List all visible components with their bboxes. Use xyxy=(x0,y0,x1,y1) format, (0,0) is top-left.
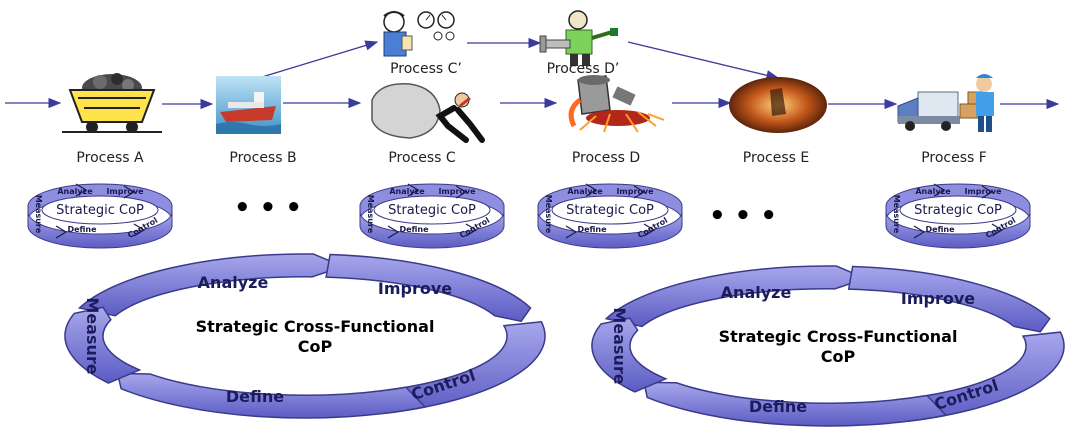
big-ring-define-label: Define xyxy=(749,397,807,416)
furnace-glow-icon xyxy=(729,77,827,133)
small-ring-improve-label: Improve xyxy=(106,187,144,196)
small-ring-improve-label: Improve xyxy=(438,187,476,196)
pushing-rock-icon xyxy=(371,83,485,143)
flow-arrow-d-prime-e xyxy=(627,41,780,81)
process-c-label: Process C xyxy=(388,150,456,166)
big-ring-segment-measure xyxy=(64,306,142,384)
small-ring-center-label: Strategic CoP xyxy=(56,203,144,218)
process-c-prime-label: Process C’ xyxy=(390,61,462,77)
small-ring-arrow-tip xyxy=(981,185,994,199)
big-ring-center_line2-label: CoP xyxy=(298,337,333,356)
small-ring-arrow-tip xyxy=(133,223,146,237)
ellipsis-right: • • • xyxy=(709,201,777,231)
small-ring-arrow-tip xyxy=(643,223,656,237)
process-d-label: Process D xyxy=(572,150,640,166)
big-ring-measure-label: Measure xyxy=(610,307,629,384)
small-ring-arrow-tip xyxy=(75,183,88,197)
big-ring-analyze-label: Analyze xyxy=(198,273,269,292)
small-ring-arrow-tip xyxy=(407,183,420,197)
big-ring-center_line1-label: Strategic Cross-Functional xyxy=(719,327,958,346)
big-ring-segment-define xyxy=(643,381,948,427)
small-ring-center-label: Strategic CoP xyxy=(388,203,476,218)
big-ring-center_line2-label: CoP xyxy=(821,347,856,366)
small-ring-hole xyxy=(551,195,669,225)
flow-arrows xyxy=(5,37,1060,110)
big-ring-center_line1-label: Strategic Cross-Functional xyxy=(196,317,435,336)
small-ring-hole xyxy=(373,195,491,225)
big-ring-segment-measure xyxy=(591,317,668,393)
small-ring-arrow-tip xyxy=(455,185,468,199)
big-ring-measure-label: Measure xyxy=(83,297,102,374)
small-ring-measure-label: Measure xyxy=(34,195,43,234)
small-ring-center-label: Strategic CoP xyxy=(914,203,1002,218)
process-b-label: Process B xyxy=(229,150,296,166)
small-ring-measure-label: Measure xyxy=(544,195,553,234)
small-ring-arrow-tip xyxy=(55,225,68,239)
small-ring-define-label: Define xyxy=(399,225,429,234)
worker-with-pipe-icon xyxy=(539,10,618,66)
small-ring-hole xyxy=(41,195,159,225)
small-ring-analyze-label: Analyze xyxy=(567,187,603,196)
small-ring-arrow-tip xyxy=(991,223,1004,237)
process-d-prime-label: Process D’ xyxy=(547,61,620,77)
small-ring-improve-label: Improve xyxy=(964,187,1002,196)
small-ring-analyze-label: Analyze xyxy=(57,187,93,196)
cargo-ship-icon xyxy=(216,76,281,134)
process-e-label: Process E xyxy=(743,150,809,166)
small-ring-hole xyxy=(899,195,1017,225)
big-ring-segment-improve xyxy=(847,265,1051,333)
delivery-truck-icon xyxy=(897,74,994,132)
molten-metal-pour-icon xyxy=(568,75,665,133)
small-ring-arrow-tip xyxy=(913,225,926,239)
small-ring-define-label: Define xyxy=(67,225,97,234)
small-ring-arrow-tip xyxy=(465,223,478,237)
mine-cart-icon xyxy=(62,73,162,133)
small-ring-improve-label: Improve xyxy=(616,187,654,196)
small-ring-arrow-tip xyxy=(387,225,400,239)
small-ring-analyze-label: Analyze xyxy=(389,187,425,196)
flow-arrow-b-c-prime xyxy=(261,40,379,78)
process-a-label: Process A xyxy=(76,150,144,166)
clerk-with-gauges-icon xyxy=(383,11,455,57)
small-ring-arrow-tip xyxy=(123,185,136,199)
small-ring-define-label: Define xyxy=(925,225,955,234)
small-ring-arrow-tip xyxy=(933,183,946,197)
small-ring-analyze-label: Analyze xyxy=(915,187,951,196)
small-ring-center-label: Strategic CoP xyxy=(566,203,654,218)
big-ring-define-label: Define xyxy=(226,387,284,406)
big-ring-improve-label: Improve xyxy=(378,279,452,298)
small-ring-arrow-tip xyxy=(585,183,598,197)
big-ring-improve-label: Improve xyxy=(901,289,975,308)
small-ring-measure-label: Measure xyxy=(366,195,375,234)
small-ring-arrow-tip xyxy=(633,185,646,199)
small-ring-arrow-tip xyxy=(565,225,578,239)
small-ring-measure-label: Measure xyxy=(892,195,901,234)
process-f-label: Process F xyxy=(921,150,987,166)
ellipsis-left: • • • xyxy=(234,193,302,223)
small-ring-define-label: Define xyxy=(577,225,607,234)
big-ring-segment-define xyxy=(116,372,427,419)
big-ring-segment-improve xyxy=(325,253,532,323)
big-ring-analyze-label: Analyze xyxy=(721,283,792,302)
